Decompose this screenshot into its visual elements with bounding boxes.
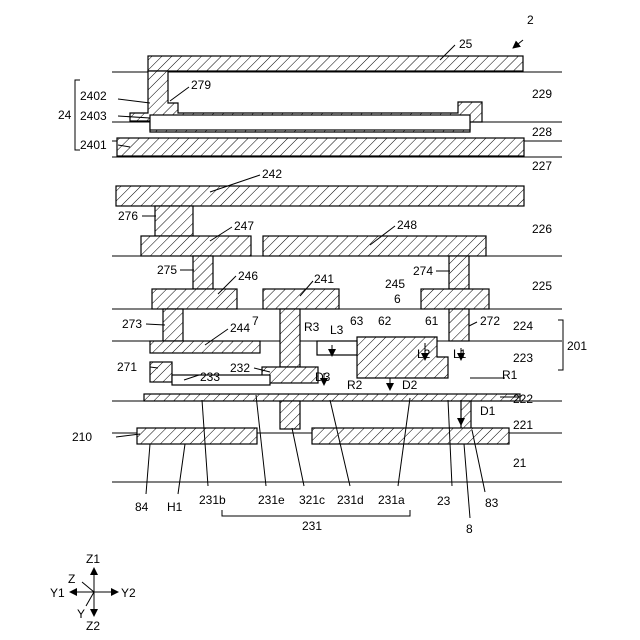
via-8: [461, 401, 471, 429]
label-7: 7: [252, 314, 259, 328]
label-231d: 231d: [337, 493, 364, 507]
label-H1: H1: [167, 500, 183, 514]
label-8: 8: [466, 522, 473, 536]
via-7: [280, 309, 300, 367]
label-272: 272: [480, 314, 500, 328]
axis-label-y2: Y2: [121, 586, 136, 600]
label-245: 245: [385, 277, 405, 291]
label-6: 6: [394, 292, 401, 306]
pad-246: [152, 289, 237, 309]
label-276: 276: [118, 209, 138, 223]
label-2403: 2403: [80, 109, 107, 123]
layer-boundaries: [112, 72, 562, 482]
label-D3: D3: [315, 370, 331, 384]
label-2401: 2401: [80, 138, 107, 152]
label-244: 244: [230, 321, 250, 335]
label-226: 226: [532, 222, 552, 236]
layer-2401: [117, 138, 524, 156]
label-23: 23: [437, 494, 451, 508]
label-224: 224: [513, 319, 533, 333]
label-227: 227: [532, 159, 552, 173]
label-R1: R1: [502, 368, 518, 382]
axis-label-z1: Z1: [86, 552, 100, 566]
pad-83: [312, 428, 509, 444]
pad-241: [263, 289, 339, 309]
layer-25: [148, 56, 523, 71]
block-62: [357, 337, 448, 378]
label-R2: R2: [347, 378, 363, 392]
via-274: [449, 256, 469, 289]
label-25: 25: [459, 37, 473, 51]
label-210: 210: [72, 430, 92, 444]
figure-number: 2: [527, 13, 534, 27]
axis-label-z2: Z2: [86, 619, 100, 633]
label-L1: L1: [453, 347, 467, 361]
label-62: 62: [378, 314, 392, 328]
label-248: 248: [397, 218, 417, 232]
label-273: 273: [122, 317, 142, 331]
label-228: 228: [532, 125, 552, 139]
label-R3: R3: [304, 320, 320, 334]
via-273: [163, 309, 183, 341]
label-201: 201: [567, 339, 587, 353]
label-279: 279: [191, 78, 211, 92]
label-84: 84: [135, 500, 149, 514]
via-276: [155, 206, 193, 236]
label-223: 223: [513, 351, 533, 365]
label-61: 61: [425, 314, 439, 328]
label-321c: 321c: [299, 493, 325, 507]
label-231a: 231a: [378, 493, 405, 507]
label-241: 241: [314, 272, 334, 286]
label-L3: L3: [330, 323, 344, 337]
layer-25-group: [117, 56, 524, 156]
label-233: 233: [200, 370, 220, 384]
label-275: 275: [157, 263, 177, 277]
axis-label-z: Z: [68, 572, 75, 586]
label-222: 222: [513, 392, 533, 406]
label-225: 225: [532, 279, 552, 293]
label-274: 274: [413, 264, 433, 278]
label-231: 231: [302, 519, 322, 533]
pad-245: [421, 289, 489, 309]
element-233: [172, 375, 270, 385]
label-229: 229: [532, 87, 552, 101]
via-272: [449, 309, 469, 341]
pad-244: [150, 341, 260, 353]
gap-63: [317, 341, 357, 355]
label-221: 221: [513, 418, 533, 432]
axis-label-y1: Y1: [50, 586, 65, 600]
label-231e: 231e: [258, 493, 285, 507]
label-83: 83: [485, 496, 499, 510]
middle-layers: [116, 186, 524, 444]
label-D2: D2: [402, 378, 418, 392]
label-24: 24: [58, 108, 72, 122]
label-242: 242: [262, 167, 282, 181]
label-246: 246: [238, 269, 258, 283]
label-271: 271: [117, 360, 137, 374]
pad-248: [263, 236, 486, 256]
label-D1: D1: [480, 404, 496, 418]
via-275: [193, 256, 213, 289]
pad-84: [137, 428, 257, 444]
label-63: 63: [350, 314, 364, 328]
label-21: 21: [513, 456, 527, 470]
label-231b: 231b: [199, 493, 226, 507]
axis-label-y: Y: [77, 607, 85, 621]
label-232: 232: [230, 361, 250, 375]
label-2402: 2402: [80, 89, 107, 103]
pad-271: [150, 362, 172, 382]
layer-242: [116, 186, 524, 206]
label-L2: L2: [417, 347, 431, 361]
pad-247: [141, 236, 251, 256]
layer-2403: [150, 115, 470, 130]
layer-222: [144, 394, 520, 401]
via-321c: [280, 401, 300, 429]
labels: 2 25 279 229 24 2402 2403 228 2401 227 2…: [58, 13, 587, 536]
label-247: 247: [234, 219, 254, 233]
